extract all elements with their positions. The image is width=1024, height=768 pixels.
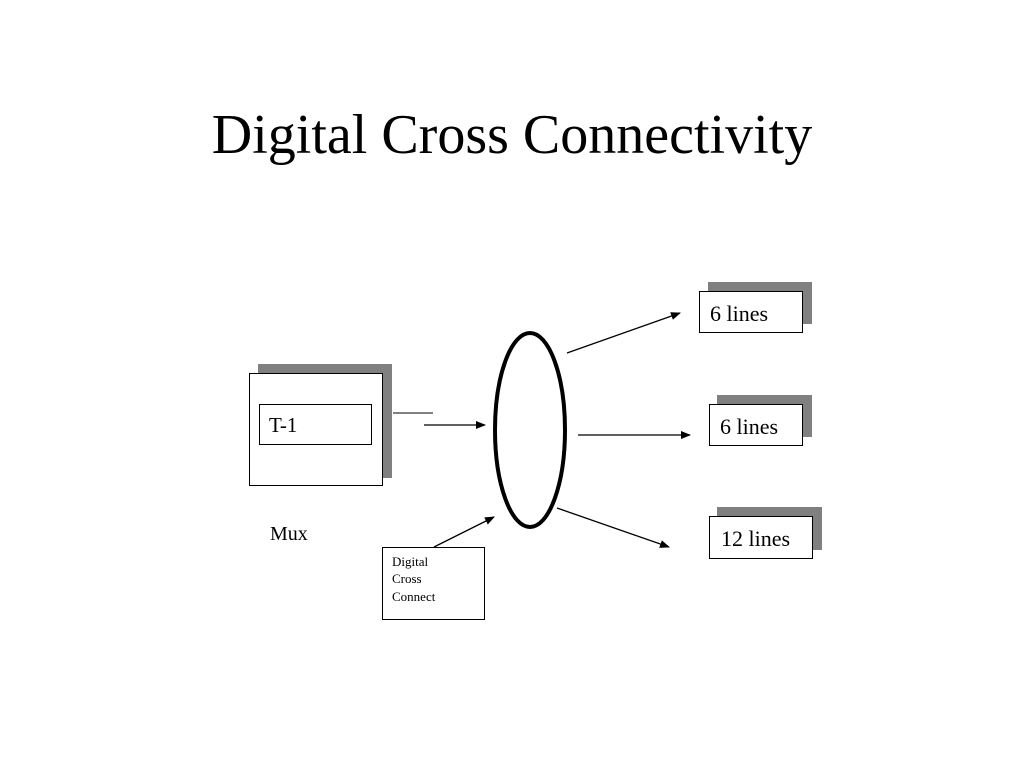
output-1-label: 6 lines [710,301,769,326]
output-2-label: 6 lines [720,414,779,439]
t1-label: T-1 [269,413,298,437]
slide-title: Digital Cross Connectivity [211,104,813,166]
cross-connect-label-line-3: Connect [392,589,436,604]
cross-connect-label-line-2: Cross [392,571,422,586]
output-1-box [699,291,803,333]
cross-connect-label-line-1: Digital [392,554,429,569]
ellipse-to-output-3-arrow [556,507,670,548]
cross-connect-ellipse [493,331,567,529]
cross-connect-pointer-arrow [433,516,495,548]
mux-caption: Mux [270,523,308,545]
output-3-label: 12 lines [721,526,791,551]
output-3-box [709,516,813,559]
cross-connect-box [382,547,485,620]
t1-box [259,404,372,445]
output-2-box [709,404,803,446]
ellipse-to-output-1-arrow [566,312,681,354]
